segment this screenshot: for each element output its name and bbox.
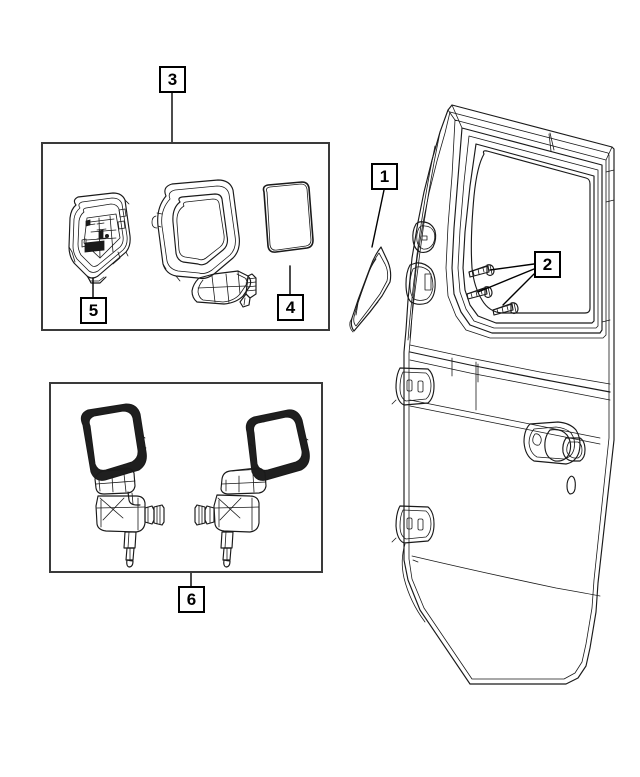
callout-label-6: 6 [186, 590, 197, 609]
mirror-housing [151, 179, 257, 308]
callout-label-1: 1 [379, 167, 390, 186]
door-opening-weatherstrip-seal [349, 246, 392, 333]
callout-label-2: 2 [542, 255, 553, 274]
callout-box-4[interactable]: 4 [277, 294, 304, 321]
mirror-assembly-right [194, 409, 310, 568]
mirror-glass [262, 181, 314, 253]
mirror-assembly-left [80, 403, 165, 568]
screw-1 [468, 264, 495, 278]
mirror-assembly-pair-box [49, 382, 323, 573]
callout-label-5: 5 [88, 301, 99, 320]
mirror-back-cover [68, 192, 131, 284]
callout-leader-lines [92, 92, 385, 587]
callout-box-3[interactable]: 3 [159, 66, 186, 93]
screw-2 [466, 286, 493, 300]
mirror-mounting-screws [466, 263, 535, 316]
callout-box-6[interactable]: 6 [178, 586, 205, 613]
callout-label-3: 3 [167, 70, 178, 89]
callout-label-4: 4 [285, 298, 296, 317]
leader-callout-1 [371, 189, 385, 248]
front-door-assembly [391, 104, 615, 685]
callout-box-2[interactable]: 2 [534, 251, 561, 278]
callout-box-1[interactable]: 1 [371, 163, 398, 190]
callout-box-5[interactable]: 5 [80, 297, 107, 324]
screw-3 [492, 302, 519, 316]
mirror-component-group-box [41, 142, 330, 331]
